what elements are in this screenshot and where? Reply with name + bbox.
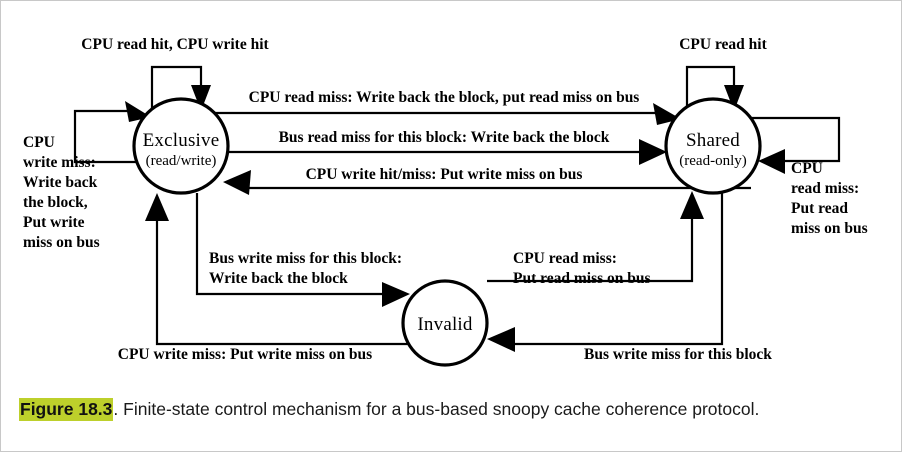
arrow-head-icon	[639, 139, 667, 165]
state-diagram: Exclusive (read/write) Shared (read-only…	[23, 36, 868, 367]
transition-shared-self-top	[685, 65, 744, 114]
state-label-exclusive: Exclusive	[143, 130, 220, 151]
arrow-head-icon	[223, 170, 251, 195]
transition-shared-to-excl-writehit	[223, 170, 751, 195]
edge-label-excl-to-shared-readmiss: CPU read miss: Write back the block, put…	[249, 89, 640, 106]
figure-caption: Figure 18.3. Finite-state control mechan…	[1, 398, 901, 421]
edge-path	[685, 65, 736, 114]
transition-invalid-to-shared	[487, 191, 704, 283]
caption-text: Finite-state control mechanism for a bus…	[123, 399, 760, 419]
edge-path	[73, 109, 137, 164]
edge-label-excl-self-top: CPU read hit, CPU write hit	[81, 36, 269, 53]
edge-label-excl-to-invalid: Bus write miss for this block:Write back…	[209, 250, 402, 287]
edge-path	[508, 191, 724, 346]
transition-excl-to-invalid	[195, 193, 410, 307]
state-sublabel-shared: (read-only)	[679, 153, 746, 169]
arrow-head-icon	[680, 191, 704, 219]
state-circle-exclusive	[132, 97, 230, 195]
edge-label-shared-self-top: CPU read hit	[679, 36, 767, 53]
state-circle-shared	[664, 97, 762, 195]
edge-label-shared-to-excl-writehit: CPU write hit/miss: Put write miss on bu…	[306, 166, 583, 183]
caption-separator: .	[113, 399, 119, 419]
state-sublabel-exclusive: (read/write)	[146, 153, 217, 169]
edge-path	[155, 213, 411, 346]
arrow-head-icon	[382, 282, 410, 307]
edge-label-invalid-to-excl: CPU write miss: Put write miss on bus	[118, 346, 372, 363]
figure-number: Figure 18.3	[19, 398, 114, 421]
edge-path	[745, 116, 841, 163]
edge-path	[150, 65, 203, 114]
edge-path	[487, 213, 694, 283]
state-node-invalid[interactable]: Invalid	[401, 279, 489, 367]
arrow-head-icon	[145, 193, 169, 221]
arrow-head-icon	[191, 85, 211, 111]
transition-excl-self-top	[150, 65, 211, 114]
edge-label-invalid-to-shared: CPU read miss:Put read miss on bus	[513, 250, 651, 287]
edge-label-excl-to-shared-busreadmiss: Bus read miss for this block: Write back…	[279, 129, 610, 146]
transition-shared-to-invalid	[487, 191, 724, 352]
state-circle-invalid	[401, 279, 489, 367]
transition-excl-to-shared-busreadmiss	[229, 139, 667, 165]
transition-invalid-to-excl	[145, 193, 411, 346]
state-label-invalid: Invalid	[417, 314, 473, 335]
state-label-shared: Shared	[686, 130, 740, 151]
transition-shared-self-right	[745, 116, 841, 174]
arrow-head-icon	[487, 327, 515, 352]
state-node-shared[interactable]: Shared (read-only)	[664, 97, 762, 195]
state-node-exclusive[interactable]: Exclusive (read/write)	[132, 97, 230, 195]
arrow-head-icon	[758, 149, 785, 174]
edge-label-shared-to-invalid: Bus write miss for this block	[584, 346, 772, 363]
arrow-head-icon	[724, 85, 744, 111]
edge-path	[195, 193, 389, 296]
transition-excl-to-shared-readmiss	[153, 103, 681, 125]
